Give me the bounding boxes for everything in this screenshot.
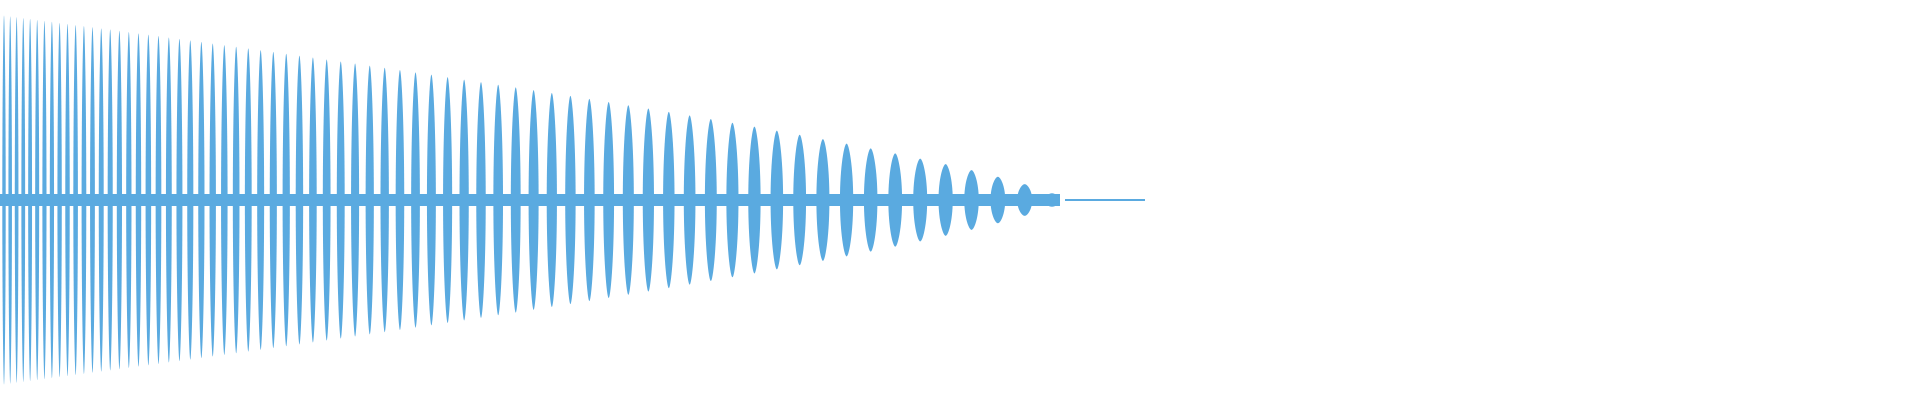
waveform-lobe <box>888 153 903 247</box>
waveform-lobe <box>209 43 216 357</box>
waveform-lobe <box>187 40 194 360</box>
waveform-lobe <box>1017 184 1033 216</box>
waveform-lobe <box>73 24 78 376</box>
waveform-lobe <box>49 21 55 379</box>
waveform-lobe <box>704 118 717 282</box>
waveform-lobe <box>269 51 277 349</box>
waveform-lobe <box>42 20 47 380</box>
waveform-lobe <box>309 57 317 343</box>
waveform-lobe <box>135 33 142 367</box>
waveform-lobe <box>176 38 183 362</box>
waveform-lobe <box>282 53 290 347</box>
waveform-lobe <box>65 23 70 377</box>
waveform-lobe <box>81 26 87 374</box>
waveform-lobe <box>165 37 172 363</box>
waveform-lobe <box>257 50 265 350</box>
waveform-lobe <box>145 34 152 366</box>
waveform-lobe <box>793 134 807 266</box>
waveform-lobe <box>35 19 40 381</box>
waveform-lobe <box>8 16 12 384</box>
waveform-lobe <box>748 126 761 274</box>
waveform-lobe <box>107 29 113 371</box>
waveform-lobe <box>126 32 132 368</box>
waveform-lobe <box>395 70 405 330</box>
waveform-lobe <box>726 122 739 278</box>
waveform-lobe <box>622 105 634 295</box>
waveform-lobe <box>232 46 240 354</box>
waveform-lobe <box>683 115 696 285</box>
waveform-lobe <box>510 87 521 313</box>
waveform-lobe <box>1044 193 1060 207</box>
waveform-lobe <box>57 22 62 378</box>
waveform-lobe <box>365 65 374 335</box>
waveform-lobe <box>770 130 784 270</box>
waveform-lobe <box>198 41 205 359</box>
waveform-lobe <box>380 67 389 333</box>
waveform-lobe <box>411 72 420 328</box>
waveform-lobe <box>565 95 576 305</box>
waveform-lobe <box>426 74 436 326</box>
waveform-lobe <box>990 176 1006 224</box>
waveform-lobe <box>244 48 252 352</box>
waveform-lobe <box>155 36 162 364</box>
waveform-lobe <box>443 77 453 323</box>
waveform-lobe <box>839 143 854 257</box>
waveform-lobe <box>964 170 979 230</box>
waveform-lobe <box>938 164 953 236</box>
waveform-lobe <box>642 108 654 292</box>
waveform-lobe <box>322 59 331 341</box>
waveform-lobe <box>295 55 304 345</box>
waveform-lobe <box>14 17 19 383</box>
waveform-lobe <box>546 93 557 307</box>
waveform-lobe <box>351 63 360 337</box>
waveform-lobe <box>863 148 878 252</box>
waveform-lobe <box>603 102 615 298</box>
waveform-lobe <box>90 27 95 373</box>
waveform-lobe <box>221 45 228 355</box>
waveform-lobe <box>816 139 830 261</box>
waveform-lobe <box>528 90 539 310</box>
waveform-lobe <box>663 111 675 289</box>
waveform-lobe <box>116 30 122 370</box>
waveform-lobe <box>2 15 6 385</box>
waveform-lobe <box>493 84 504 316</box>
waveform-lobe <box>476 82 486 318</box>
waveform-lobe <box>459 79 469 321</box>
waveform-lobe <box>98 28 104 372</box>
waveform-lobe <box>584 98 595 302</box>
waveform-lobe <box>913 158 928 242</box>
waveform-lobe <box>28 18 33 382</box>
waveform-lobe <box>21 18 26 382</box>
waveform-peaks <box>0 15 1060 385</box>
waveform-lobe <box>336 61 345 339</box>
